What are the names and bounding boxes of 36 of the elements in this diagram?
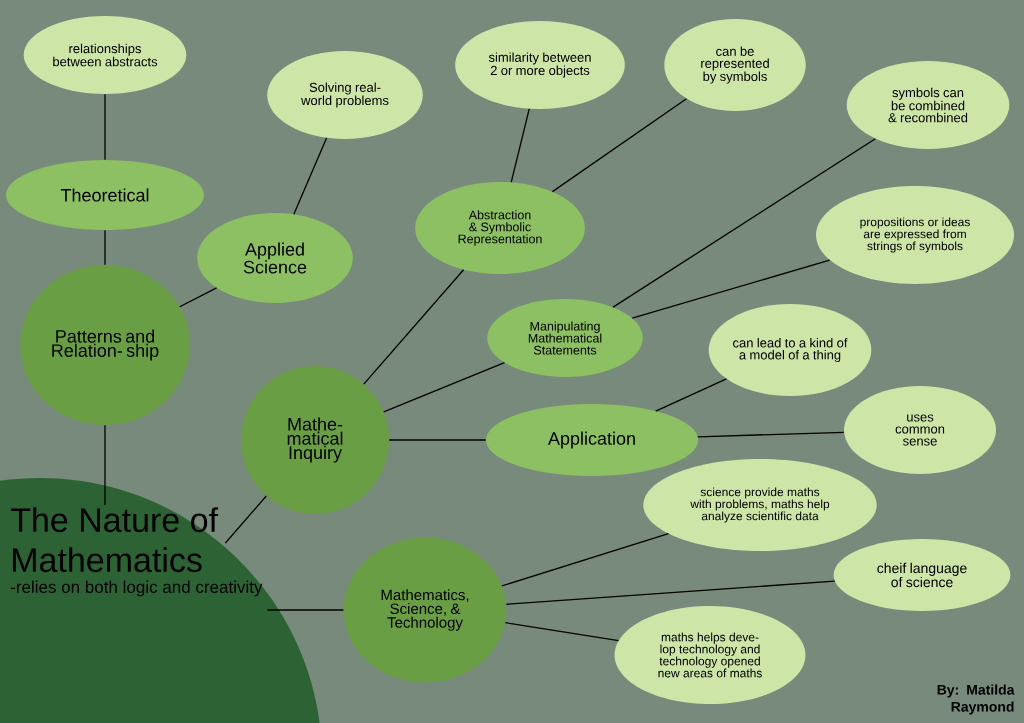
connector-line: [266, 609, 345, 611]
connector-line: [104, 93, 106, 161]
connector-line: [104, 424, 106, 506]
connector-line: [551, 98, 688, 193]
connector-line: [501, 533, 670, 587]
idea-oval: symbols can be combined & recombined: [846, 61, 1010, 149]
idea-oval: Theoretical: [6, 160, 204, 230]
connector-line: [631, 259, 831, 319]
connector-line: [224, 495, 267, 544]
connector-line: [505, 580, 836, 605]
idea-oval: uses common sense: [844, 386, 996, 474]
connector-line: [655, 378, 728, 412]
connector-line: [612, 138, 877, 308]
connector-line: [697, 431, 845, 438]
connector-line: [383, 362, 506, 413]
connector-line: [363, 269, 465, 385]
idea-oval: can be represented by symbols: [664, 19, 806, 111]
idea-oval: relationships between abstracts: [23, 16, 187, 94]
idea-oval: Application: [485, 404, 699, 476]
connector-line: [104, 229, 106, 266]
idea-oval: propositions or ideas are expressed from strings of symbols: [816, 186, 1014, 284]
idea-oval: maths helps deve- lop technology and technology opened new areas of maths: [614, 606, 806, 704]
connector-line: [179, 287, 218, 308]
idea-oval: similarity between 2 or more objects: [455, 21, 625, 109]
idea-oval: Solving real-world problems: [267, 51, 423, 139]
connector-line: [504, 622, 620, 642]
connector-line: [293, 137, 328, 215]
idea-oval: Manipulating Mathematical Statements: [487, 299, 643, 377]
author-credit: By: Matilda Raymond: [937, 684, 1015, 715]
idea-oval: cheif language of science: [833, 539, 1011, 611]
connector-line: [510, 108, 530, 183]
connector-line: [388, 439, 487, 441]
idea-oval: Applied Science: [197, 213, 353, 303]
idea-oval: science provide maths with problems, maths help analyze scientific data: [643, 459, 877, 551]
idea-oval: can lead to a kind of a model of a thing: [708, 304, 872, 396]
idea-oval: Abstraction & Symbolic Representation: [415, 182, 585, 274]
